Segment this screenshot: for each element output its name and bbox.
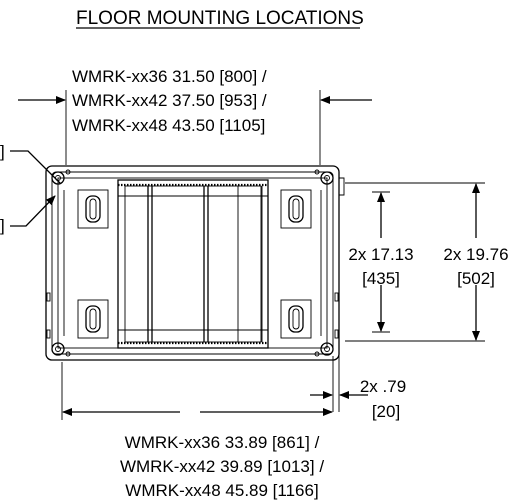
screw (314, 169, 320, 175)
side-tab (334, 292, 339, 302)
caster-hub (89, 308, 97, 330)
caster-hub (292, 308, 300, 330)
screw (314, 351, 320, 357)
caster-plate (77, 299, 109, 339)
caster-wheel (288, 195, 304, 223)
outer-vertical-dimension: 2x 19.76 [502] (443, 183, 509, 341)
caster-plate (280, 189, 312, 229)
top-dimension-arrows (18, 90, 372, 165)
right-dimension-extensions (345, 182, 485, 342)
center-bay (117, 179, 269, 349)
caster-plate (77, 189, 109, 229)
caster-wheel (288, 305, 304, 333)
inner-vertical-dimension: 2x 17.13 [435] (348, 191, 414, 333)
top-dim-line-3: WMRK-xx48 43.50 [1105] (72, 116, 265, 135)
small-dim-label-2: [20] (372, 402, 400, 421)
mounting-hole-bottom-right-center (324, 346, 330, 352)
rack-side-tab (339, 177, 345, 196)
caster-top-left (77, 189, 109, 229)
mounting-hole-top-right (320, 171, 334, 185)
small-dimension: 2x .79 [20] (310, 356, 406, 421)
caster-hub (89, 198, 97, 220)
side-tab (334, 329, 339, 339)
outer-dim-label-2: [502] (457, 269, 495, 288)
mounting-hole-bottom-left (51, 342, 65, 356)
left-callout-leader-2 (10, 195, 56, 227)
bottom-dim-line-1: WMRK-xx36 33.89 [861] / (125, 433, 320, 452)
center-bay-inner (124, 185, 262, 343)
caster-top-right (280, 189, 312, 229)
caster-hub (292, 198, 300, 220)
left-callout-1: ] (0, 142, 5, 161)
mounting-hole-top-right-center (324, 175, 330, 181)
side-tab (46, 329, 51, 339)
mounting-hole-bottom-left-center (55, 346, 61, 352)
left-callouts: ] ] (0, 142, 61, 235)
mounting-hole-top-left (51, 171, 65, 185)
rack-base-outline (57, 177, 328, 349)
top-dim-line-2: WMRK-xx42 37.50 [953] / (72, 91, 267, 110)
bottom-dim-line-2: WMRK-xx42 39.89 [1013] / (120, 457, 324, 476)
caster-bottom-right (280, 299, 312, 339)
outer-dim-label-1: 2x 19.76 (443, 245, 508, 264)
rack-inner-frame (51, 171, 334, 355)
screw (65, 351, 71, 357)
rack-top-view (45, 165, 345, 361)
screw (65, 169, 71, 175)
side-tab (46, 292, 51, 302)
bottom-dim-line-3: WMRK-xx48 45.89 [1166] (125, 481, 318, 500)
mounting-hole-top-left-center (55, 175, 61, 181)
inner-dim-label-1: 2x 17.13 (348, 245, 413, 264)
bottom-dimension: WMRK-xx36 33.89 [861] / WMRK-xx42 39.89 … (61, 362, 333, 500)
mounting-hole-bottom-right (320, 342, 334, 356)
caster-bottom-left (77, 299, 109, 339)
left-callout-leader-1 (10, 150, 61, 184)
top-dim-line-1: WMRK-xx36 31.50 [800] / (72, 67, 267, 86)
caster-plate (280, 299, 312, 339)
top-dimension-label: WMRK-xx36 31.50 [800] / WMRK-xx42 37.50 … (72, 67, 267, 135)
caster-wheel (85, 305, 101, 333)
small-dim-label-1: 2x .79 (360, 377, 406, 396)
left-callout-2: ] (0, 216, 5, 235)
rack-outer-frame (45, 165, 340, 361)
diagram-title: FLOOR MOUNTING LOCATIONS (76, 8, 364, 29)
inner-dim-label-2: [435] (362, 269, 400, 288)
caster-wheel (85, 195, 101, 223)
